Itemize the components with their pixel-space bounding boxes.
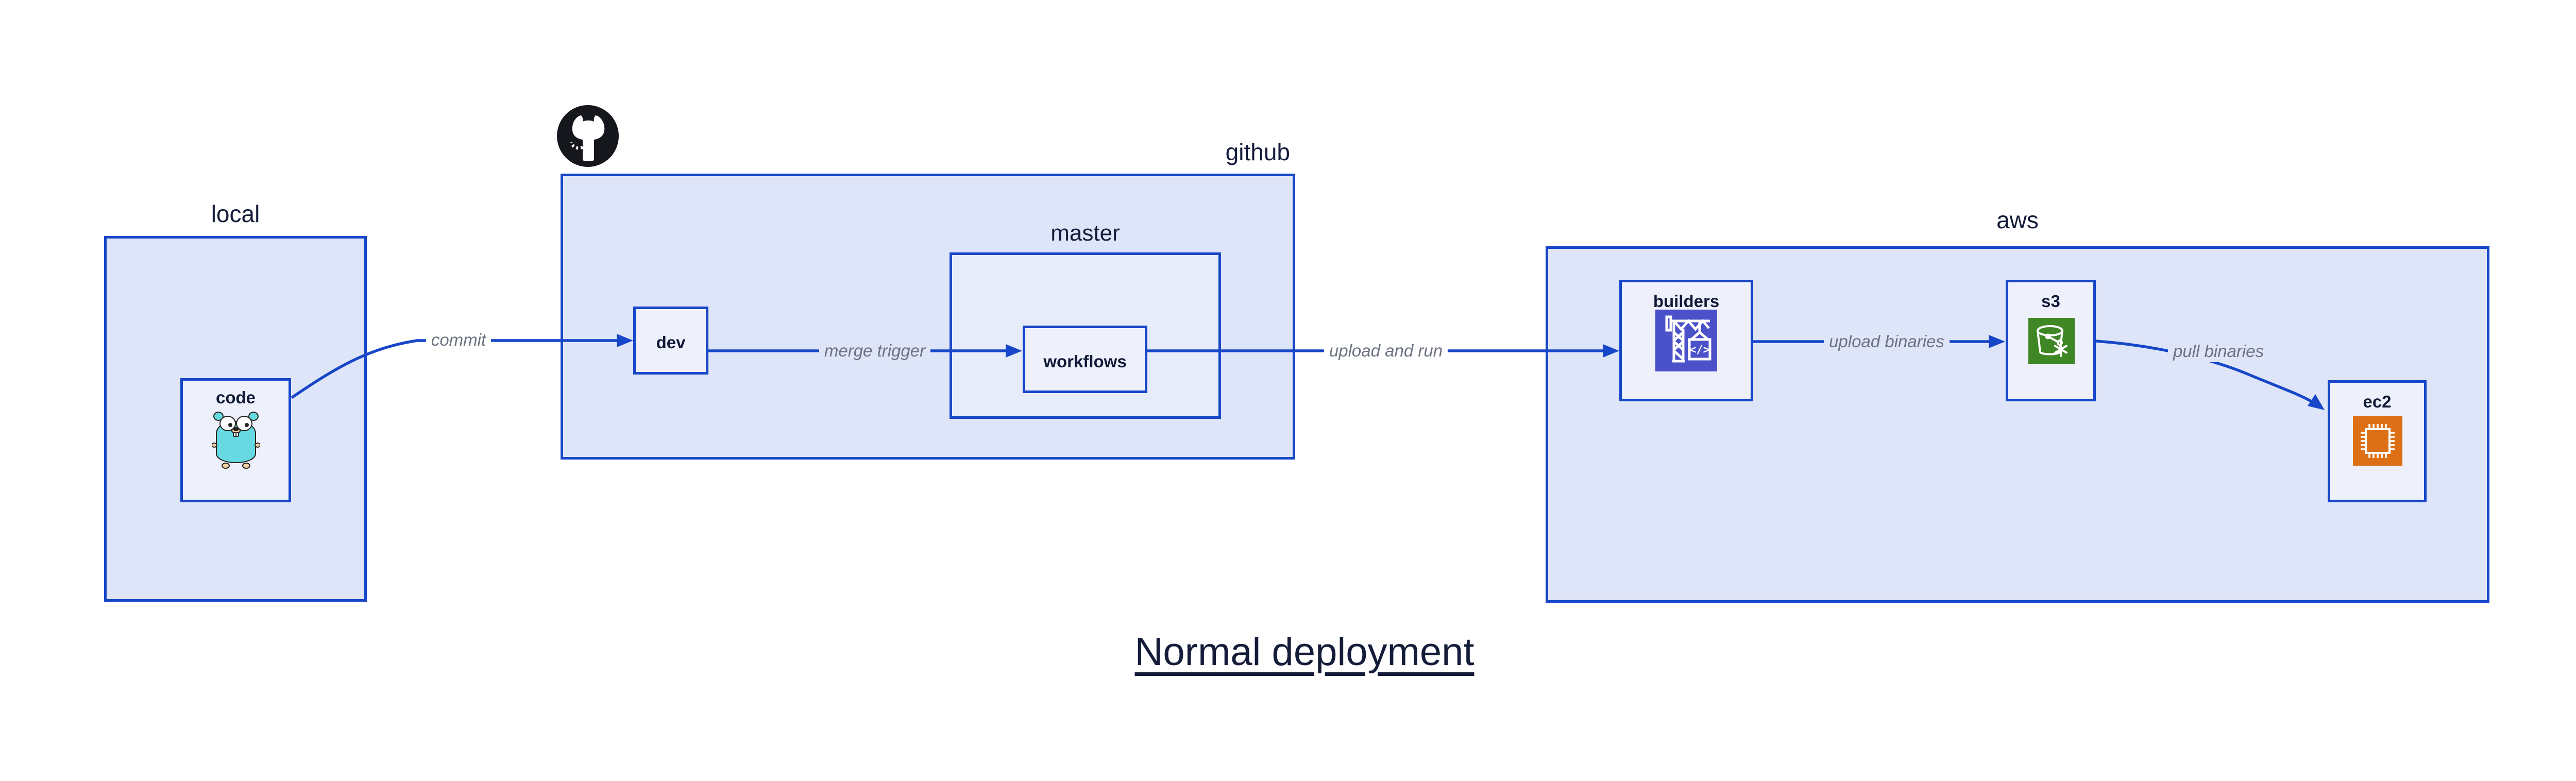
dev-node[interactable]: dev <box>633 307 708 375</box>
codebuild-glyph: </> <box>1689 344 1710 356</box>
s3-node-label: s3 <box>2041 292 2060 311</box>
local-group-label: local <box>211 200 260 227</box>
codebuild-crane-icon: </> <box>1655 310 1717 371</box>
merge-trigger-edge-label: merge trigger <box>819 340 931 362</box>
go-gopher-icon <box>212 412 260 469</box>
workflows-node-label: workflows <box>1043 352 1127 371</box>
upload-binaries-edge-label: upload binaries <box>1824 331 1950 352</box>
upload-and-run-edge-label: upload and run <box>1324 340 1448 362</box>
ec2-chip-icon <box>2353 416 2402 466</box>
pull-binaries-edge-label: pull binaries <box>2167 341 2269 362</box>
github-group-label: github <box>1225 139 1290 165</box>
aws-group-label: aws <box>1996 207 2039 233</box>
ec2-node-label: ec2 <box>2363 392 2392 411</box>
master-group-label: master <box>1050 220 1120 246</box>
dev-node-label: dev <box>656 333 686 352</box>
commit-edge-label: commit <box>426 329 492 351</box>
s3-glacier-bucket-icon <box>2028 318 2075 364</box>
builders-node-label: builders <box>1653 292 1720 311</box>
code-node-label: code <box>215 388 256 407</box>
workflows-node[interactable]: workflows <box>1023 326 1147 393</box>
github-octocat-icon <box>557 105 619 167</box>
diagram-title: Normal deployment <box>1134 630 1475 674</box>
